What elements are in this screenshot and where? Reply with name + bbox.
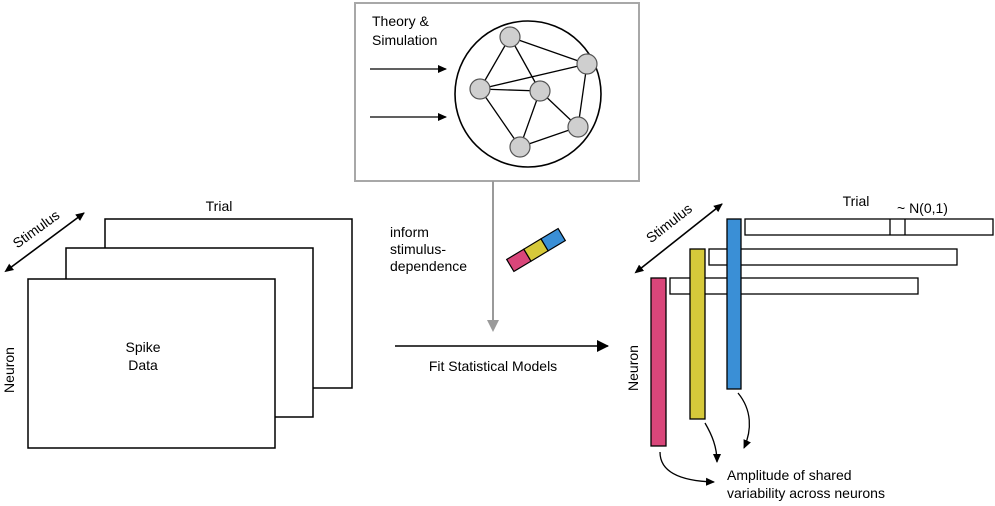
yellow-amplitude-arrow bbox=[704, 422, 721, 463]
spike-trial-label: Trial bbox=[206, 198, 233, 214]
amplitude-line1: Amplitude of shared bbox=[727, 467, 852, 483]
neuron-bar-blue bbox=[726, 218, 742, 390]
neuron-bar-pink bbox=[650, 277, 667, 447]
network-node bbox=[469, 78, 491, 100]
stimulus-color-bar bbox=[505, 227, 567, 273]
theory-title-line2: Simulation bbox=[372, 32, 437, 48]
model-trial-label: Trial bbox=[843, 193, 870, 209]
theory-title-line1: Theory & bbox=[372, 13, 429, 29]
model-neuron-label: Neuron bbox=[625, 345, 641, 391]
network-node bbox=[499, 26, 521, 48]
network-node bbox=[509, 136, 531, 158]
spike-data-line1: Spike bbox=[125, 339, 160, 355]
distribution-label: ~ N(0,1) bbox=[897, 200, 948, 216]
spike-data-stack: Spike Data bbox=[27, 218, 353, 449]
network-node bbox=[529, 80, 551, 102]
trial-bar-front bbox=[669, 277, 919, 295]
model-stimulus-label: Stimulus bbox=[643, 200, 695, 246]
network-node bbox=[567, 116, 589, 138]
pink-amplitude-arrow bbox=[659, 451, 715, 486]
spike-neuron-label: Neuron bbox=[1, 347, 17, 393]
trial-bar-middle bbox=[708, 248, 958, 266]
inform-line2: stimulus- bbox=[390, 241, 446, 257]
inform-line3: dependence bbox=[390, 258, 467, 274]
network-node bbox=[576, 53, 598, 75]
model-panel bbox=[650, 218, 994, 447]
model-stimulus-arrow bbox=[634, 203, 723, 274]
trial-bar-back bbox=[744, 218, 994, 236]
fit-label: Fit Statistical Models bbox=[429, 358, 557, 374]
neuron-bar-yellow bbox=[689, 248, 706, 420]
blue-amplitude-arrow bbox=[737, 392, 751, 449]
spike-stimulus-arrow bbox=[4, 212, 85, 273]
amplitude-line2: variability across neurons bbox=[727, 485, 885, 501]
network-circle bbox=[454, 20, 602, 168]
spike-sheet-front bbox=[27, 278, 276, 449]
theory-simulation-box: Theory & Simulation bbox=[354, 2, 640, 182]
network-nodes bbox=[469, 26, 598, 158]
inform-line1: inform bbox=[390, 224, 429, 240]
spike-stimulus-label: Stimulus bbox=[10, 207, 63, 252]
spike-data-line2: Data bbox=[128, 357, 158, 373]
